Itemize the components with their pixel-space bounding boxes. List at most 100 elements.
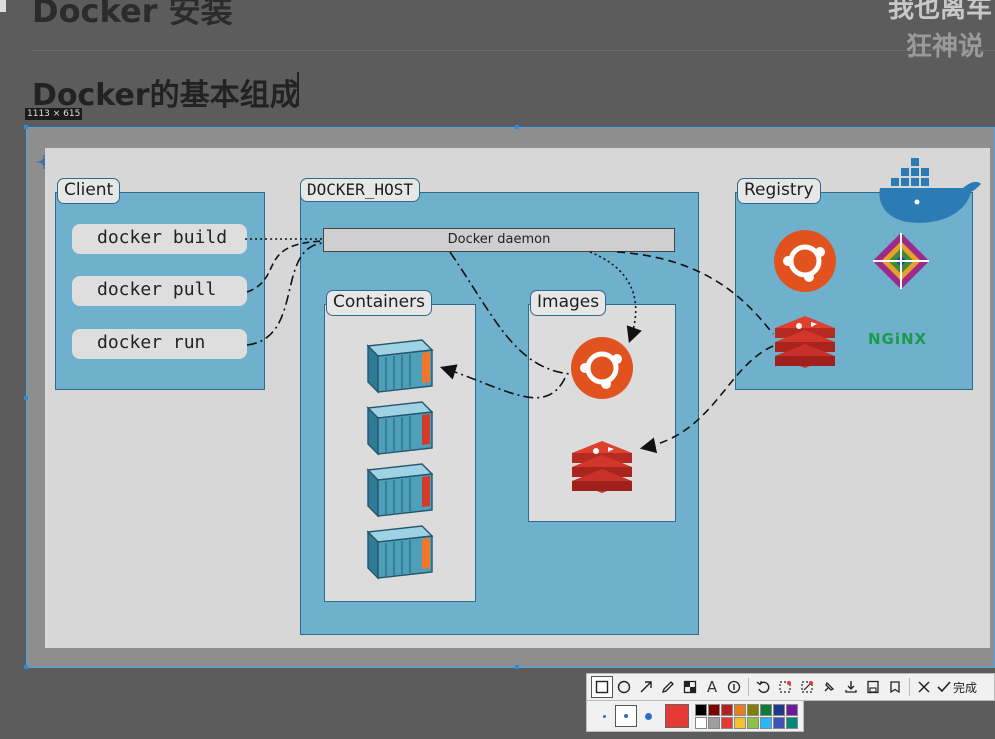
- save-button[interactable]: [862, 676, 884, 698]
- container-4: [366, 525, 434, 580]
- undo-icon: [756, 680, 770, 694]
- color-swatch[interactable]: [747, 703, 759, 716]
- arrow-tool-button[interactable]: [635, 676, 657, 698]
- download-icon: [845, 681, 857, 693]
- color-swatch[interactable]: [695, 703, 707, 716]
- number-icon: [727, 680, 741, 694]
- resize-handle-bl[interactable]: [24, 665, 28, 669]
- cancel-button[interactable]: [913, 676, 935, 698]
- dot-medium-icon: [624, 714, 628, 718]
- client-label: Client: [57, 178, 121, 204]
- color-swatch[interactable]: [721, 716, 733, 729]
- dot-large-icon: [644, 712, 652, 720]
- resize-handle-tl[interactable]: [24, 125, 28, 129]
- color-palette: [695, 703, 798, 729]
- containers-label: Containers: [326, 290, 432, 316]
- registry-panel: [735, 192, 973, 390]
- resize-handle-left[interactable]: [24, 396, 28, 400]
- mosaic-icon: [683, 680, 697, 694]
- container-2: [366, 401, 434, 456]
- color-swatch[interactable]: [760, 703, 772, 716]
- pin-window-icon: [824, 681, 835, 692]
- pen-icon: [661, 681, 674, 694]
- section-heading-install: Docker 安装: [32, 0, 233, 30]
- centos-registry-icon: [872, 232, 930, 290]
- crop-button[interactable]: [796, 676, 818, 698]
- rectangle-icon: [595, 680, 609, 694]
- toolbar-separator: [748, 678, 749, 696]
- mosaic-tool-button[interactable]: [679, 676, 701, 698]
- color-swatch[interactable]: [708, 703, 720, 716]
- container-3: [366, 463, 434, 518]
- rectangle-tool-button[interactable]: [591, 676, 613, 698]
- color-swatch[interactable]: [760, 716, 772, 729]
- screenshot-selection[interactable]: Client docker build docker pull docker r…: [24, 125, 995, 669]
- download-button[interactable]: [840, 676, 862, 698]
- ubuntu-image-icon: [571, 337, 633, 399]
- nginx-registry-label: NGiNX: [868, 330, 928, 348]
- text-cursor: [297, 72, 299, 106]
- check-icon: [937, 681, 951, 693]
- color-swatch[interactable]: [708, 716, 720, 729]
- docker-daemon-bar: Docker daemon: [323, 228, 675, 252]
- color-swatch[interactable]: [786, 716, 798, 729]
- stroke-size-large[interactable]: [637, 705, 659, 727]
- ellipse-icon: [617, 680, 631, 694]
- done-button[interactable]: 完成: [937, 679, 977, 696]
- pin-window-button[interactable]: [818, 676, 840, 698]
- crop-icon: [801, 681, 813, 693]
- annotation-toolbar: A 完成: [586, 673, 995, 701]
- copy-icon: [890, 681, 900, 694]
- section-heading-components: Docker的基本组成: [32, 78, 300, 113]
- watermark-line-2: 狂神说: [906, 32, 985, 62]
- color-swatch[interactable]: [734, 716, 746, 729]
- dot-small-icon: [602, 714, 606, 718]
- corner-mark: [0, 0, 6, 12]
- resize-handle-bottom[interactable]: [515, 665, 519, 669]
- color-swatch[interactable]: [773, 703, 785, 716]
- watermark-line-1: 我也离车: [888, 0, 993, 24]
- stroke-size-small[interactable]: [593, 705, 615, 727]
- command-docker-pull: docker pull: [72, 276, 247, 306]
- ubuntu-registry-icon: [774, 230, 836, 292]
- number-tool-button[interactable]: [723, 676, 745, 698]
- command-docker-run: docker run: [72, 329, 247, 359]
- images-label: Images: [530, 290, 607, 316]
- flow-connectors: [245, 238, 774, 454]
- diagram-graphics: [245, 158, 981, 580]
- color-swatch[interactable]: [786, 703, 798, 716]
- heading-divider: [32, 50, 995, 51]
- docker-architecture-diagram: Client docker build docker pull docker r…: [45, 148, 990, 648]
- color-swatch[interactable]: [721, 703, 733, 716]
- redis-registry-icon: [775, 316, 835, 368]
- arrow-icon: [640, 681, 652, 693]
- redis-image-icon: [572, 441, 632, 493]
- done-label: 完成: [953, 680, 978, 695]
- ellipse-tool-button[interactable]: [613, 676, 635, 698]
- text-icon: A: [706, 678, 718, 696]
- undo-button[interactable]: [752, 676, 774, 698]
- color-swatch[interactable]: [773, 716, 785, 729]
- docker-whale-icon: [879, 158, 981, 223]
- command-docker-build: docker build: [72, 224, 247, 254]
- stroke-size-medium[interactable]: [615, 705, 637, 727]
- save-icon: [867, 680, 879, 694]
- pen-tool-button[interactable]: [657, 676, 679, 698]
- copy-button[interactable]: [884, 676, 906, 698]
- container-stack: [366, 339, 434, 580]
- registry-label: Registry: [737, 178, 821, 204]
- color-swatch[interactable]: [747, 716, 759, 729]
- resize-handle-top[interactable]: [515, 125, 519, 129]
- current-color-swatch[interactable]: [665, 704, 689, 728]
- toolbar-separator: [909, 678, 910, 696]
- style-toolbar: [586, 700, 804, 732]
- docker-host-label: DOCKER_HOST: [300, 178, 420, 203]
- ocr-button[interactable]: [774, 676, 796, 698]
- color-swatch[interactable]: [695, 716, 707, 729]
- capture-size-badge: 1113 × 615: [25, 108, 83, 120]
- color-swatch[interactable]: [734, 703, 746, 716]
- container-1: [366, 339, 434, 394]
- pin-icon: [779, 681, 791, 693]
- text-tool-button[interactable]: A: [701, 676, 723, 698]
- close-icon: [918, 681, 930, 693]
